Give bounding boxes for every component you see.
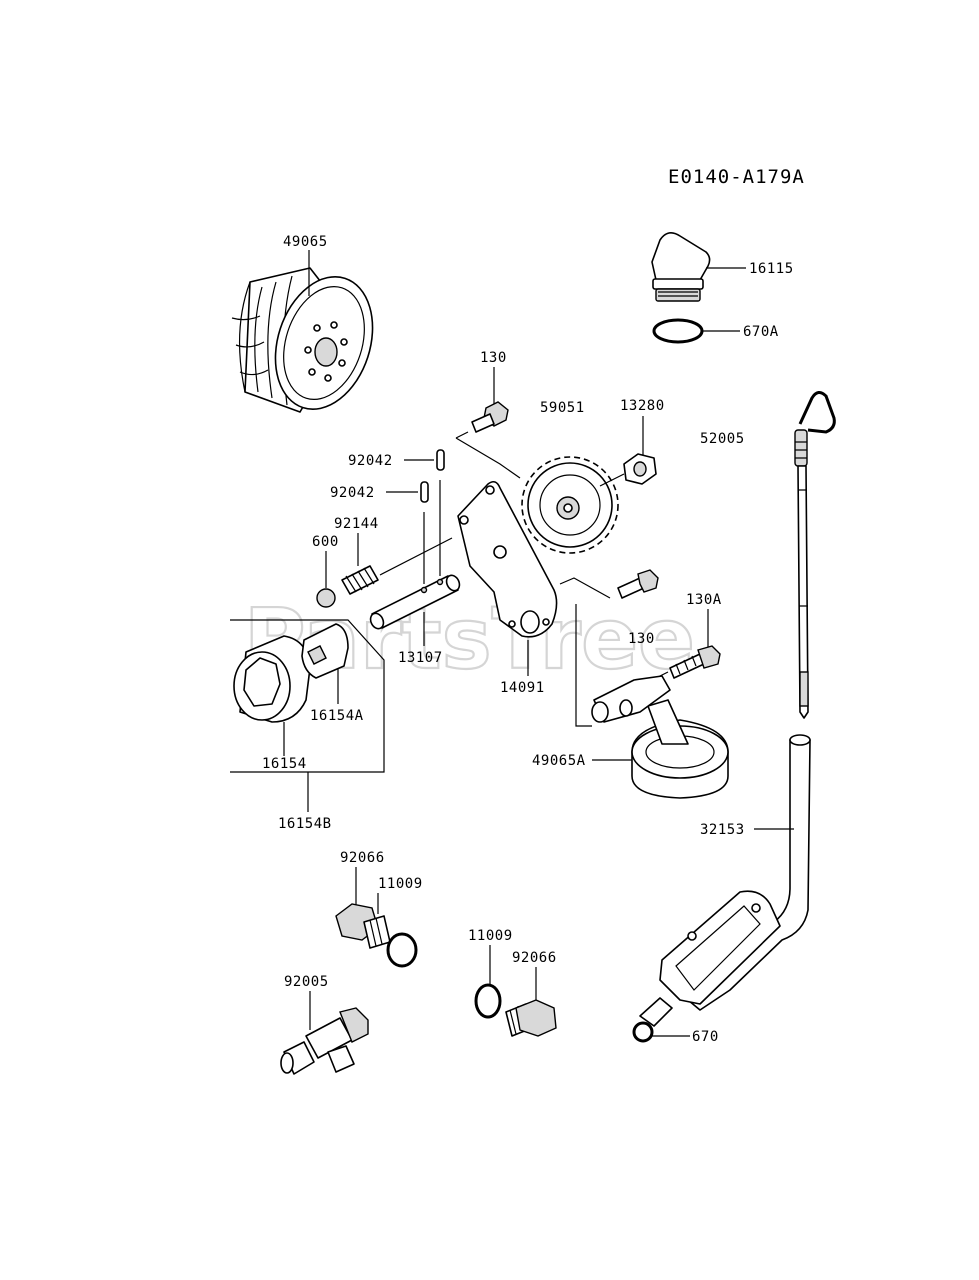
label-49065[interactable]: 49065 <box>283 234 328 250</box>
pin-92042-a-part[interactable] <box>436 449 445 471</box>
dipstick-part[interactable] <box>794 391 836 719</box>
label-600[interactable]: 600 <box>312 534 339 550</box>
dash-130-top <box>455 431 469 439</box>
spring-92144-part[interactable] <box>341 565 379 595</box>
plate-14091-part[interactable] <box>457 480 558 638</box>
label-16115[interactable]: 16115 <box>749 261 794 277</box>
leader-strainer-link <box>575 604 592 727</box>
dash-bolt-mid <box>559 577 611 599</box>
label-14091[interactable]: 14091 <box>500 680 545 696</box>
shaft-13107-part[interactable] <box>368 573 462 631</box>
label-16154a[interactable]: 16154A <box>310 708 364 724</box>
label-59051[interactable]: 59051 <box>540 400 585 416</box>
washer-11009-b-part[interactable] <box>474 983 502 1019</box>
label-130-mid[interactable]: 130 <box>628 631 655 647</box>
bolt-130-mid-part[interactable] <box>617 569 659 599</box>
pin-92042-b-part[interactable] <box>420 481 429 503</box>
oil-filter-part[interactable] <box>231 264 389 422</box>
washer-11009-a-part[interactable] <box>386 932 418 968</box>
ball-600-part[interactable] <box>316 588 336 608</box>
label-11009-a[interactable]: 11009 <box>378 876 423 892</box>
dash-13280 <box>599 473 625 487</box>
label-11009-b[interactable]: 11009 <box>468 928 513 944</box>
fitting-92005-part[interactable] <box>280 1007 369 1075</box>
oil-pipe-part[interactable] <box>639 734 811 1027</box>
label-130a[interactable]: 130A <box>686 592 722 608</box>
bracket-16154b <box>230 619 385 773</box>
label-16154b[interactable]: 16154B <box>278 816 332 832</box>
drain-plug-92066-a-part[interactable] <box>335 903 391 949</box>
oil-pump-gear-part[interactable] <box>521 456 619 554</box>
label-670a[interactable]: 670A <box>743 324 779 340</box>
oil-filler-cap-part[interactable] <box>651 232 711 302</box>
label-52005[interactable]: 52005 <box>700 431 745 447</box>
label-13107[interactable]: 13107 <box>398 650 443 666</box>
o-ring-670a-part[interactable] <box>652 318 704 344</box>
label-92042-a[interactable]: 92042 <box>348 453 393 469</box>
bolt-130-top-part[interactable] <box>471 401 509 433</box>
label-92066-a[interactable]: 92066 <box>340 850 385 866</box>
label-49065a[interactable]: 49065A <box>532 753 586 769</box>
drain-plug-92066-b-part[interactable] <box>505 999 557 1037</box>
label-92144[interactable]: 92144 <box>334 516 379 532</box>
relief-valve-housing-part[interactable] <box>233 635 311 723</box>
label-16154[interactable]: 16154 <box>262 756 307 772</box>
label-32153[interactable]: 32153 <box>700 822 745 838</box>
nut-13280-part[interactable] <box>623 453 657 485</box>
dash-bolt-plate <box>455 437 521 479</box>
label-92042-b[interactable]: 92042 <box>330 485 375 501</box>
label-670[interactable]: 670 <box>692 1029 719 1045</box>
label-92005[interactable]: 92005 <box>284 974 329 990</box>
label-13280[interactable]: 13280 <box>620 398 665 414</box>
diagram-code: E0140-A179A <box>668 166 805 188</box>
dash-spring <box>379 537 453 576</box>
label-92066-b[interactable]: 92066 <box>512 950 557 966</box>
label-130-top[interactable]: 130 <box>480 350 507 366</box>
oil-strainer-part[interactable] <box>591 675 729 799</box>
relief-valve-cap-part[interactable] <box>301 623 349 679</box>
o-ring-670-part[interactable] <box>632 1021 654 1043</box>
bolt-130a-part[interactable] <box>669 645 721 679</box>
